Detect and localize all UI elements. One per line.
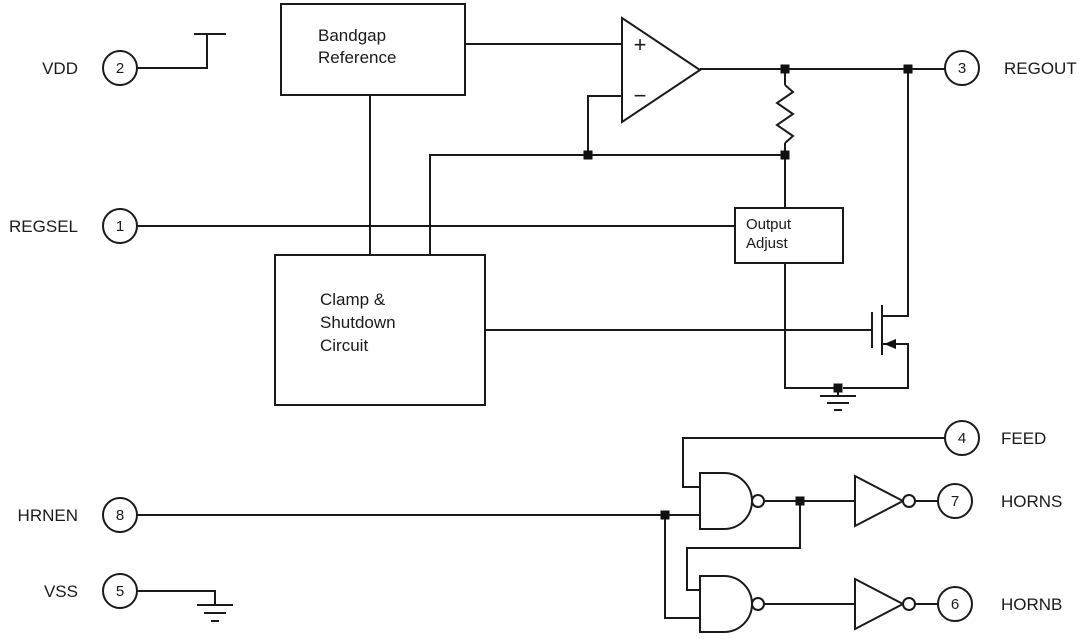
output-adjust-block: Output Adjust (734, 207, 844, 264)
pin-regsel: 1 REGSEL (9, 208, 138, 244)
pin-hornb-label: HORNB (1001, 595, 1062, 614)
junction-dot (583, 150, 593, 160)
pin-vss-circle (102, 573, 138, 609)
wire-nand1-feedback-to-nand2 (686, 501, 801, 591)
ground-symbol-vss (197, 604, 233, 622)
inverter1-bubble (902, 494, 916, 508)
pin-vdd: 2 VDD (42, 50, 138, 86)
clamp-shutdown-block: Clamp & Shutdown Circuit (274, 254, 486, 406)
resistor (775, 84, 795, 144)
clamp-label-line3: Circuit (320, 336, 368, 355)
mosfet-arrow (884, 339, 896, 349)
junction-dot (780, 150, 790, 160)
pin-regsel-number: 1 (116, 218, 124, 235)
wire-feedback-node (429, 154, 785, 255)
pin-horns-number: 7 (951, 493, 959, 510)
pin-vdd-label: VDD (42, 59, 78, 78)
wire-opamp-minus (587, 95, 622, 155)
pin-feed-label: FEED (1001, 429, 1046, 448)
inverter2-bubble (902, 597, 916, 611)
inverter-1 (854, 474, 916, 528)
pin-regsel-circle (102, 208, 138, 244)
pin-vss: 5 VSS (44, 573, 138, 609)
pin-regout: 3 REGOUT (944, 50, 1077, 86)
clamp-label-line1: Clamp & (320, 290, 386, 309)
pin-hrnen-circle (102, 497, 138, 533)
nand-gate-1 (699, 472, 765, 530)
clamp-label-line2: Shutdown (320, 313, 396, 332)
pin-vdd-number: 2 (116, 60, 124, 77)
wire-vss (137, 590, 216, 605)
pin-feed-number: 4 (958, 430, 966, 447)
junction-dot (795, 496, 805, 506)
pin-hornb: 6 HORNB (937, 586, 1062, 622)
junction-dot (660, 510, 670, 520)
pin-vss-number: 5 (116, 583, 124, 600)
output-adjust-box (734, 207, 844, 264)
wires (137, 33, 945, 619)
output-adjust-label-line1: Output (746, 216, 792, 233)
nand1-body (699, 472, 753, 530)
pin-horns: 7 HORNS (937, 483, 1062, 519)
inverter-2 (854, 577, 916, 631)
bandgap-box (280, 3, 466, 96)
bandgap-label-line1: Bandgap (318, 26, 386, 45)
pin-vss-label: VSS (44, 582, 78, 601)
pin-vdd-circle (102, 50, 138, 86)
pin-regout-circle (944, 50, 980, 86)
wire-vdd-supply (137, 33, 226, 69)
mosfet (843, 69, 909, 389)
bandgap-reference-block: Bandgap Reference (280, 3, 466, 96)
mosfet-drain-wire (882, 69, 909, 317)
pin-hrnen-number: 8 (116, 507, 124, 524)
pin-hrnen-label: HRNEN (18, 506, 78, 525)
pin-feed: 4 FEED (944, 420, 1046, 456)
junction-dot (903, 64, 913, 74)
pin-regout-number: 3 (958, 60, 966, 77)
wire-outputadjust-to-ground (784, 263, 834, 389)
nand1-bubble (751, 494, 765, 508)
bandgap-label-line2: Reference (318, 48, 396, 67)
pin-horns-label: HORNS (1001, 492, 1062, 511)
junction-dot (833, 383, 843, 393)
clamp-box (274, 254, 486, 406)
opamp: + − (621, 16, 702, 124)
inverter1-triangle (854, 474, 906, 528)
mosfet-source-wire (843, 343, 909, 389)
opamp-triangle (621, 16, 702, 124)
pin-hornb-circle (937, 586, 973, 622)
output-adjust-label-line2: Adjust (746, 235, 789, 252)
opamp-minus-sign: − (634, 83, 647, 108)
nand-gate-2 (699, 575, 765, 633)
junction-dot (780, 64, 790, 74)
nand2-body (699, 575, 753, 633)
pin-hrnen: 8 HRNEN (18, 497, 138, 533)
inverter2-triangle (854, 577, 906, 631)
pin-horns-circle (937, 483, 973, 519)
pin-hornb-number: 6 (951, 596, 959, 613)
junction-dots (583, 64, 913, 520)
nand2-bubble (751, 597, 765, 611)
wire-hrnen (137, 514, 700, 619)
wire-feed (682, 437, 945, 488)
opamp-plus-sign: + (634, 32, 647, 57)
pin-regout-label: REGOUT (1004, 59, 1077, 78)
pin-feed-circle (944, 420, 980, 456)
pin-regsel-label: REGSEL (9, 217, 78, 236)
